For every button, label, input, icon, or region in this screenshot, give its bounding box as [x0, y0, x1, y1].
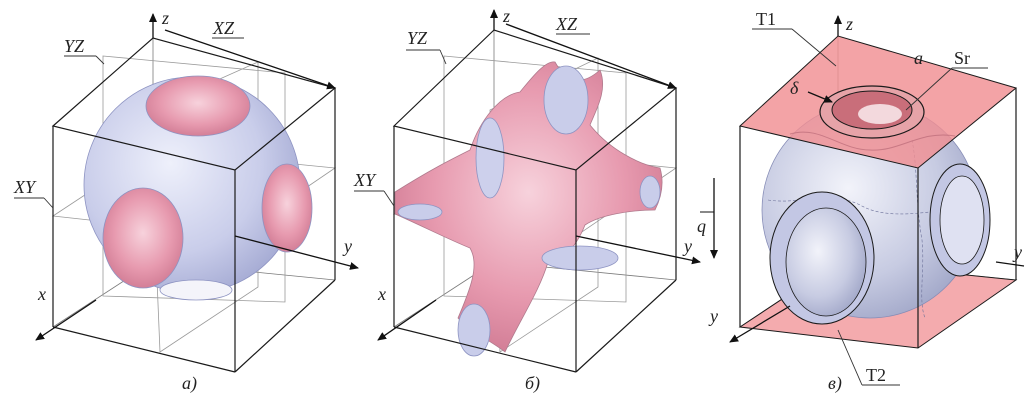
axes-a	[35, 13, 359, 341]
minimal-surface-b	[394, 61, 663, 357]
axes-b	[377, 9, 701, 341]
opening-bottom-a	[159, 279, 233, 301]
label-sr: Sr	[954, 48, 970, 68]
plane-label-xz-b: XZ	[555, 14, 578, 34]
axis-z-c: z	[845, 14, 853, 34]
opening-right-a	[261, 163, 313, 253]
tunnel-b-5	[397, 203, 443, 221]
label-a: a	[914, 48, 923, 68]
tunnel-b-2	[543, 65, 589, 135]
tunnel-b-6	[639, 175, 661, 209]
plane-label-yz-a: YZ	[64, 36, 85, 56]
minimal-surface-a	[83, 75, 313, 301]
axis-x-c: y	[708, 306, 718, 326]
tube-top-sr	[819, 85, 925, 139]
axis-x-b: x	[377, 284, 386, 304]
axis-z-a: z	[161, 8, 169, 28]
axis-y-b: y	[682, 236, 692, 256]
plane-label-xz-a: XZ	[212, 18, 235, 38]
load-q: q	[697, 211, 714, 236]
axis-y-c: y	[1012, 242, 1022, 262]
plane-label-xy-a: XY	[13, 177, 37, 197]
panel-c: z y y T1 T2 a Sr δ q в)	[697, 9, 1025, 394]
opening-top-a	[145, 75, 251, 137]
axis-x-a: x	[37, 284, 46, 304]
panel-b: z y x YZ XZ XY б)	[353, 6, 701, 394]
tunnel-b-3	[541, 245, 619, 271]
cube-c-front-edges	[739, 88, 1017, 348]
opening-left-a	[102, 187, 184, 289]
cube-a-front-edges	[51, 37, 337, 373]
caption-c: в)	[828, 373, 842, 394]
axis-z-b: z	[502, 6, 510, 26]
plane-label-xy-b: XY	[353, 170, 377, 190]
caption-a: а)	[182, 373, 197, 394]
tunnel-b-1	[475, 117, 505, 199]
axes-c	[710, 15, 1025, 343]
caption-b: б)	[525, 373, 540, 394]
label-q: q	[697, 216, 706, 236]
label-delta: δ	[790, 78, 799, 98]
plane-label-yz-b: YZ	[407, 28, 428, 48]
panel-a: z y x YZ XZ XY а)	[13, 8, 359, 394]
tunnel-b-4	[457, 303, 491, 357]
label-t1: T1	[756, 9, 776, 29]
axis-y-a: y	[342, 236, 352, 256]
label-t2: T2	[866, 365, 886, 385]
